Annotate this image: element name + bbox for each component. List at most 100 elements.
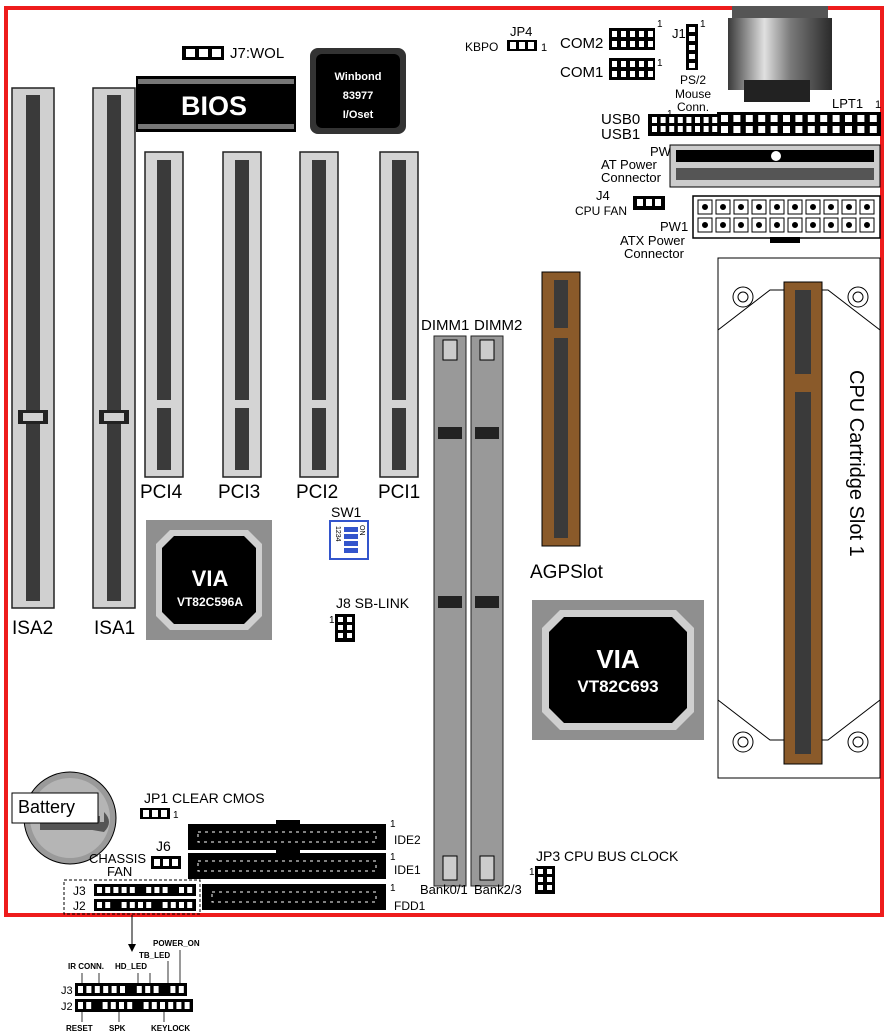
ide1-pin1: 1 xyxy=(390,852,396,863)
pin xyxy=(703,117,709,123)
pin xyxy=(660,117,666,123)
superio-line2: 83977 xyxy=(343,90,374,102)
pin xyxy=(143,1002,149,1009)
pw1-pin-hole xyxy=(846,222,852,228)
cpu-fan-label: CPU FAN xyxy=(575,204,627,218)
pin xyxy=(138,902,143,908)
com1-header xyxy=(609,58,655,80)
j4-label: J4 xyxy=(596,188,610,203)
ide1-label: IDE1 xyxy=(394,863,421,877)
detail-ir-conn: IR CONN. xyxy=(68,962,104,971)
superio-chip xyxy=(310,48,406,134)
detail-spk: SPK xyxy=(109,1024,126,1033)
ps2-line1: PS/2 xyxy=(680,73,706,87)
com1-pin1: 1 xyxy=(657,58,663,69)
superio-line3: I/Oset xyxy=(343,109,374,121)
pin xyxy=(110,1002,116,1009)
pin xyxy=(102,1002,108,1009)
pin xyxy=(162,887,168,893)
battery-label: Battery xyxy=(18,797,75,817)
pin xyxy=(160,1002,165,1009)
jp4-pin1: 1 xyxy=(541,42,547,54)
pin xyxy=(105,902,111,908)
pin xyxy=(745,115,753,122)
pin xyxy=(113,887,119,893)
com2-label: COM2 xyxy=(560,35,603,52)
j7-label: J7:WOL xyxy=(230,45,284,62)
pin xyxy=(168,1002,174,1009)
chassis-fan-line2: FAN xyxy=(107,864,132,879)
cpu-slot1-frame xyxy=(717,257,881,779)
fdd1-pin1: 1 xyxy=(390,883,396,894)
rear-io-connector xyxy=(728,6,832,102)
pin xyxy=(78,1002,83,1009)
pin xyxy=(652,117,657,123)
pin xyxy=(795,126,803,133)
lpt1-label: LPT1 xyxy=(832,96,863,111)
bios-chip xyxy=(136,76,296,132)
pin xyxy=(184,1002,190,1009)
pin xyxy=(187,887,193,893)
agp-slot xyxy=(541,271,581,547)
pin xyxy=(770,115,778,122)
pin xyxy=(845,126,852,133)
pw1-pin-hole xyxy=(810,222,816,228)
ide2-pin1: 1 xyxy=(390,819,396,830)
pw1-pin-hole xyxy=(792,204,798,210)
front-panel-group xyxy=(63,879,201,915)
lpt1-pin1: 1 xyxy=(875,99,881,111)
pci1-slot xyxy=(379,151,419,478)
j2-label: J2 xyxy=(73,899,86,913)
dimm2-slot xyxy=(470,335,504,887)
usb-header xyxy=(648,114,720,136)
pci4-label: PCI4 xyxy=(140,482,183,503)
superio-line1: Winbond xyxy=(335,71,382,83)
northbridge-line1: VIA xyxy=(596,644,640,674)
pci4-slot xyxy=(144,151,184,478)
detail-tb-led: TB_LED xyxy=(139,951,170,960)
pin xyxy=(770,126,778,133)
detail-power-on: POWER_ON xyxy=(153,939,200,948)
pin xyxy=(869,115,877,122)
pin xyxy=(686,117,692,123)
pin xyxy=(758,126,766,133)
jp3-pin1: 1 xyxy=(529,867,535,878)
jp3-label: JP3 CPU BUS CLOCK xyxy=(536,848,679,864)
pin xyxy=(652,126,657,132)
pin xyxy=(170,902,176,908)
pin xyxy=(127,1002,133,1009)
pin xyxy=(733,115,741,122)
pin xyxy=(129,902,135,908)
pin xyxy=(795,115,803,122)
pw2-connector xyxy=(669,144,881,188)
bios-label: BIOS xyxy=(181,91,247,121)
detail-j2-header xyxy=(75,999,193,1012)
jp1-pin1: 1 xyxy=(173,810,179,821)
pw1-line1: PW1 xyxy=(660,219,688,234)
jp4-label: JP4 xyxy=(510,24,532,39)
ps2-line2: Mouse xyxy=(675,87,711,101)
pin xyxy=(146,887,152,893)
pin xyxy=(857,115,865,122)
pw1-pin-hole xyxy=(756,204,762,210)
pin xyxy=(669,117,675,123)
pin xyxy=(129,887,135,893)
pin xyxy=(669,126,675,132)
pw1-line2: ATX Power xyxy=(620,233,685,248)
pin xyxy=(103,986,109,993)
pin xyxy=(807,126,815,133)
pw1-pin-hole xyxy=(792,222,798,228)
pci2-slot xyxy=(299,151,339,478)
pin xyxy=(783,115,790,122)
com1-label: COM1 xyxy=(560,64,603,81)
pin xyxy=(151,1002,157,1009)
dimm1-label: DIMM1 xyxy=(421,317,469,334)
j3-label: J3 xyxy=(73,884,86,898)
usb-pin1: 1 xyxy=(667,109,673,120)
pin xyxy=(832,115,840,122)
j6-label: J6 xyxy=(156,838,171,854)
southbridge-line2: VT82C596A xyxy=(177,595,243,609)
pin xyxy=(145,986,151,993)
cpu-slot-label: CPU Cartridge Slot 1 xyxy=(845,370,867,557)
pw1-pin-hole xyxy=(702,222,708,228)
